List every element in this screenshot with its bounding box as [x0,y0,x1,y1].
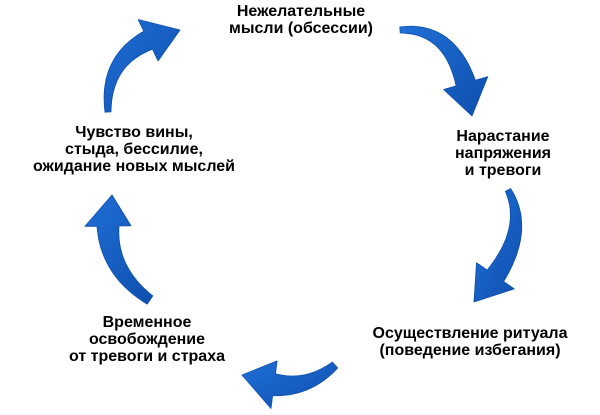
node-anxiety-line-1: Нарастание [456,128,550,145]
node-guilt-line-3: ожидание новых мыслей [32,158,236,175]
node-relief: Временное освобождение от тревоги и стра… [69,314,225,365]
node-ritual: Осуществление ритуала (поведение избеган… [373,325,568,359]
node-guilt: Чувство вины, стыда, бессилие, ожидание … [33,124,235,175]
node-guilt-line-2: стыда, бессилие, [65,141,203,158]
arrow-obsessions-to-anxiety [399,25,489,117]
node-obsessions-line-1: Нежелательные [236,3,366,20]
node-relief-line-1: Временное [102,314,192,331]
node-ritual-line-1: Осуществление ритуала [372,325,568,342]
arrow-ritual-to-relief [241,360,339,409]
arrow-relief-to-guilt [84,194,154,305]
node-relief-line-2: освобождение [88,331,206,348]
node-relief-line-3: от тревоги и страха [69,348,225,365]
node-guilt-line-1: Чувство вины, [75,124,193,141]
node-anxiety-line-3: и тревоги [464,162,542,179]
node-anxiety: Нарастание напряжения и тревоги [455,128,551,179]
arrow-anxiety-to-ritual [473,188,523,303]
arrow-guilt-to-obsessions [103,19,181,113]
node-ritual-line-2: (поведение избегания) [379,342,561,359]
node-obsessions-line-2: мысли (обсессии) [229,20,373,37]
node-anxiety-line-2: напряжения [455,145,551,162]
node-obsessions: Нежелательные мысли (обсессии) [229,3,373,37]
